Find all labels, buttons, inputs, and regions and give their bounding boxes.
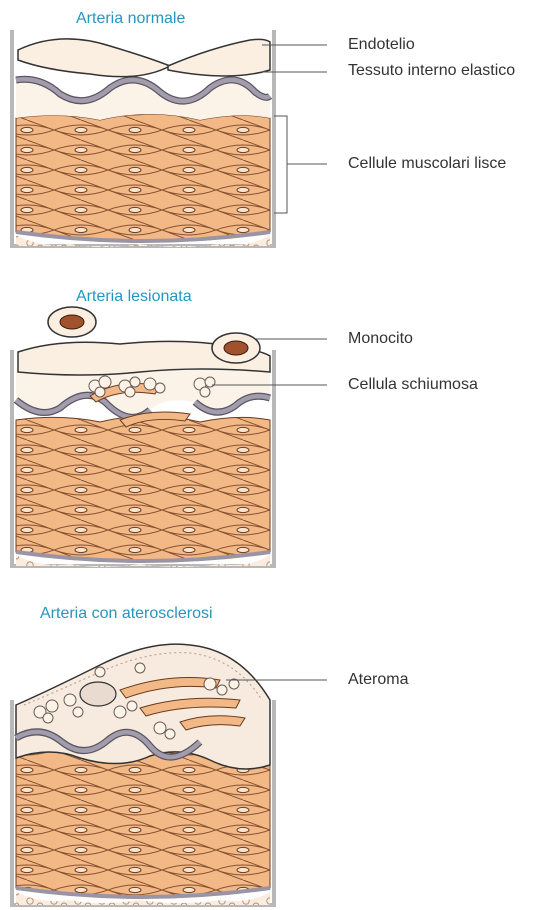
smooth-muscle-layer <box>16 114 270 241</box>
smooth-muscle-layer <box>16 752 270 897</box>
panel-title-normal: Arteria normale <box>76 10 185 28</box>
label-internal-elastic-tissue: Tessuto interno elastico <box>348 62 515 80</box>
endothelial-cell <box>168 39 270 76</box>
panel-title-lesioned: Arteria lesionata <box>76 288 192 306</box>
monocyte-nucleus <box>224 341 248 355</box>
smooth-muscle-layer <box>16 416 270 561</box>
monocyte-nucleus <box>60 315 84 329</box>
label-foam-cell: Cellula schiumosa <box>348 376 478 394</box>
endothelial-cell <box>18 39 170 77</box>
panel-title-atherosclerosis: Arteria con aterosclerosi <box>40 605 213 623</box>
label-smooth-muscle-cells: Cellule muscolari lisce <box>348 155 506 173</box>
panel-lesioned <box>12 307 274 567</box>
label-monocyte: Monocito <box>348 330 413 348</box>
label-atheroma: Ateroma <box>348 671 408 689</box>
panel-normal <box>12 30 274 247</box>
necrotic-core <box>80 682 116 706</box>
label-endothelium: Endotelio <box>348 36 415 54</box>
panel-atherosclerosis <box>12 644 274 905</box>
